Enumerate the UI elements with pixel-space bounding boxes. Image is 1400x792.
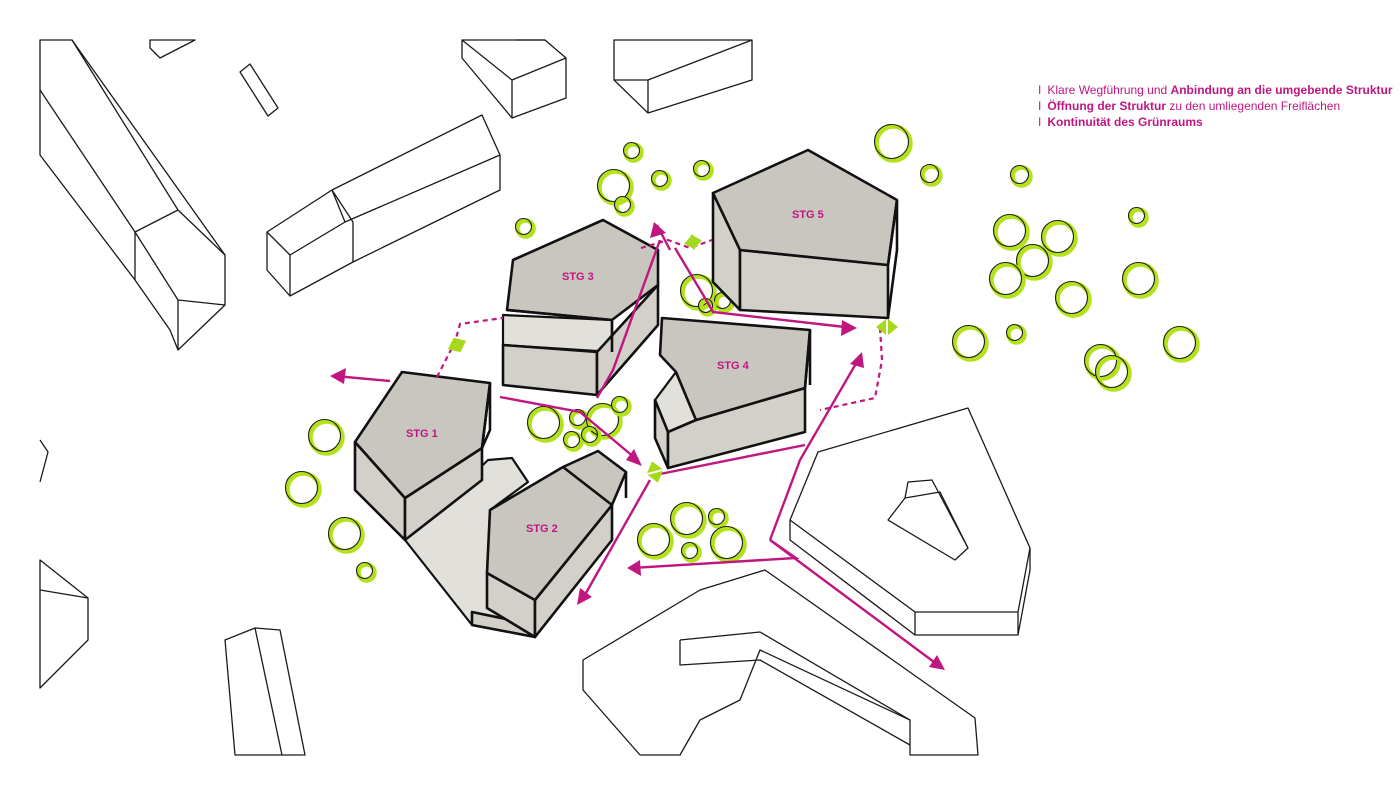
tree-icon bbox=[613, 195, 635, 217]
path-south-diagonal bbox=[580, 479, 652, 601]
opening-marker-north bbox=[684, 233, 702, 251]
tree-icon bbox=[669, 501, 707, 539]
opening-marker-west bbox=[447, 337, 467, 353]
tree-icon bbox=[284, 470, 322, 508]
tree-icon bbox=[562, 430, 584, 452]
arrowhead-east-up bbox=[850, 352, 864, 368]
legend-item: I Klare Wegführung und Anbindung an die u… bbox=[1038, 82, 1393, 98]
tree-icon bbox=[1094, 354, 1132, 392]
label-stg1: STG 1 bbox=[406, 428, 438, 440]
tree-icon bbox=[951, 324, 989, 362]
tree-icon bbox=[992, 213, 1030, 251]
path-north-east bbox=[673, 247, 846, 329]
label-stg5: STG 5 bbox=[792, 209, 824, 221]
tree-icon bbox=[580, 425, 602, 447]
opening-markers bbox=[447, 233, 898, 483]
arrow-heads bbox=[330, 222, 945, 670]
context-buildings bbox=[39, 39, 1031, 756]
path-north-line bbox=[595, 239, 662, 399]
tree-icon bbox=[650, 169, 672, 191]
tree-icon bbox=[1005, 323, 1027, 345]
tree-icon bbox=[327, 516, 365, 554]
label-stg2: STG 2 bbox=[526, 523, 558, 535]
arrowhead-west bbox=[330, 368, 346, 384]
tree-icon bbox=[873, 123, 913, 163]
tree-icon bbox=[1083, 343, 1121, 381]
legend-item: I Kontinuität des Grünraums bbox=[1038, 114, 1393, 130]
dashed-path-north bbox=[640, 238, 713, 250]
tree-icon bbox=[526, 405, 564, 443]
tree-icon bbox=[919, 163, 943, 187]
tree-icon bbox=[355, 561, 377, 583]
label-stg3: STG 3 bbox=[562, 271, 594, 283]
building-stg3: STG 3 bbox=[501, 218, 660, 397]
legend-bar: I bbox=[1038, 115, 1042, 129]
new-buildings: STG 1 STG 2 STG 3 STG 4 bbox=[353, 148, 899, 639]
arrowhead-center bbox=[626, 449, 642, 466]
arrowhead-south-east bbox=[929, 655, 945, 670]
legend-bold-text: Öffnung der Struktur bbox=[1047, 99, 1167, 113]
path-network bbox=[334, 224, 939, 666]
tree-icon bbox=[1040, 219, 1078, 257]
legend-item: I Öffnung der Struktur zu den umliegenden… bbox=[1038, 98, 1393, 114]
path-center-diagonal bbox=[499, 395, 636, 459]
opening-marker-east bbox=[876, 319, 898, 335]
building-stg5: STG 5 bbox=[711, 148, 899, 320]
arrowhead-south bbox=[577, 588, 592, 605]
legend-bar: I bbox=[1038, 83, 1042, 97]
tree-icon bbox=[692, 159, 714, 181]
path-south-west bbox=[654, 443, 806, 477]
tree-icon bbox=[988, 261, 1026, 299]
arrowhead-north bbox=[650, 222, 666, 238]
tree-icon bbox=[1121, 261, 1159, 299]
legend-text: zu den umliegenden Freiflächen bbox=[1166, 99, 1341, 113]
building-stg2: STG 2 bbox=[470, 449, 628, 639]
tree-icon bbox=[1162, 325, 1200, 363]
legend-bold-text: Anbindung an die umgebende Struktur bbox=[1170, 83, 1393, 97]
tree-group bbox=[284, 123, 1200, 583]
tree-icon bbox=[610, 395, 632, 417]
tree-icon bbox=[709, 525, 747, 563]
tree-icon bbox=[636, 522, 674, 560]
path-south-east bbox=[769, 539, 939, 666]
opening-marker-center bbox=[647, 461, 663, 483]
tree-icon bbox=[622, 141, 644, 163]
dashed-path-west bbox=[436, 316, 504, 378]
tree-icon bbox=[514, 217, 536, 239]
path-east-up bbox=[768, 359, 860, 541]
dashed-path-east bbox=[819, 327, 884, 412]
building-stg1: STG 1 bbox=[353, 370, 537, 639]
tree-icon bbox=[1015, 243, 1053, 281]
tree-icon bbox=[1054, 280, 1092, 318]
tree-icon bbox=[585, 402, 623, 440]
legend-bar: I bbox=[1038, 99, 1042, 113]
legend-text: Klare Wegführung und bbox=[1047, 83, 1171, 97]
tree-icon bbox=[1127, 206, 1149, 228]
tree-icon bbox=[680, 541, 702, 563]
tree-icon bbox=[707, 507, 729, 529]
legend: I Klare Wegführung und Anbindung an die u… bbox=[1038, 82, 1393, 130]
label-stg4: STG 4 bbox=[717, 360, 750, 372]
legend-bold-text: Kontinuität des Grünraums bbox=[1047, 115, 1203, 129]
tree-icon bbox=[1009, 164, 1033, 188]
arrowhead-northeast bbox=[841, 320, 857, 336]
building-stg4: STG 4 bbox=[653, 316, 812, 470]
arrowhead-south-west bbox=[627, 560, 641, 576]
tree-icon bbox=[307, 418, 345, 456]
